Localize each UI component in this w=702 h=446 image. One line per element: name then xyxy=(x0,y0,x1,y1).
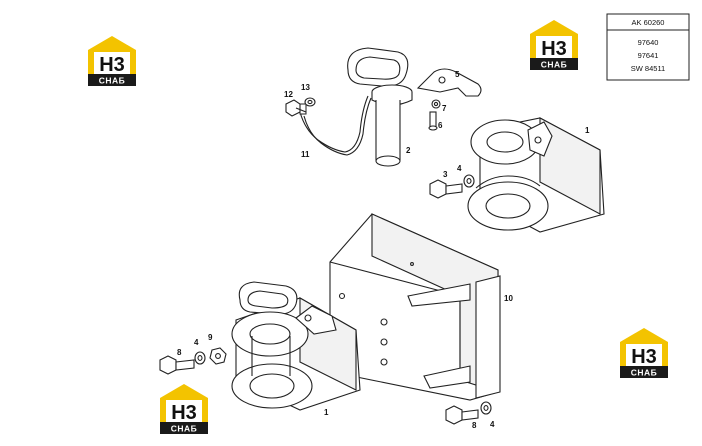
bolt-part-8-right xyxy=(445,405,479,425)
logo-caption: СНАБ xyxy=(99,76,126,86)
latch-part-5 xyxy=(416,68,482,97)
spring-part-7 xyxy=(431,99,441,109)
mounting-plate-assembly xyxy=(329,213,501,401)
callouts: 1 1 2 3 4 4 4 5 6 7 8 8 9 10 11 12 13 xyxy=(177,70,590,430)
callout-1-lower: 1 xyxy=(324,408,329,417)
logo-top-center: H3 СНАБ xyxy=(530,20,578,70)
ref-box-header: AK 60260 xyxy=(632,18,665,27)
screw-part-6 xyxy=(428,111,438,131)
logo-mark: H3 xyxy=(171,402,197,424)
hitch-body-lower xyxy=(231,281,361,411)
callout-3: 3 xyxy=(443,170,448,179)
washer-part-4-upper xyxy=(463,174,475,188)
bolt-part-8-left xyxy=(159,355,195,375)
nut-part-9 xyxy=(209,347,227,365)
callout-5: 5 xyxy=(455,70,460,79)
callout-10: 10 xyxy=(504,294,513,303)
logo-caption: СНАБ xyxy=(541,60,568,70)
logo-mark: H3 xyxy=(541,38,567,60)
washer-part-4-left xyxy=(194,351,206,365)
reference-box: AK 60260 97640 97641 SW 84511 xyxy=(606,13,690,81)
callout-7: 7 xyxy=(442,104,447,113)
washer-part-4-right xyxy=(480,401,492,415)
callout-4-right: 4 xyxy=(490,420,495,429)
logo-caption: СНАБ xyxy=(171,424,198,434)
logo-bottom-left: H3 СНАБ xyxy=(160,384,208,434)
logo-right: H3 СНАБ xyxy=(620,328,668,378)
bolt-part-12 xyxy=(285,99,307,117)
logo-caption: СНАБ xyxy=(631,368,658,378)
callout-8-left: 8 xyxy=(177,348,182,357)
callout-13: 13 xyxy=(301,83,310,92)
washer-part-13 xyxy=(304,97,316,107)
bolt-part-3 xyxy=(429,179,463,199)
ref-box-line-2: 97641 xyxy=(638,51,659,60)
ref-box-line-3: SW 84511 xyxy=(631,64,665,73)
logo-mark: H3 xyxy=(99,54,125,76)
ref-box-line-1: 97640 xyxy=(638,38,659,47)
callout-4-upper: 4 xyxy=(457,164,462,173)
callout-1-upper: 1 xyxy=(585,126,590,135)
callout-4-left: 4 xyxy=(194,338,199,347)
logo-top-left: H3 СНАБ xyxy=(88,36,136,86)
hitch-body-upper xyxy=(467,117,605,233)
callout-12: 12 xyxy=(284,90,293,99)
callout-2: 2 xyxy=(406,146,411,155)
callout-8-right: 8 xyxy=(472,421,477,430)
callout-9: 9 xyxy=(208,333,213,342)
callout-6: 6 xyxy=(438,121,443,130)
callout-11: 11 xyxy=(301,150,310,159)
hitch-pin-assembly xyxy=(347,47,413,167)
logo-mark: H3 xyxy=(631,346,657,368)
